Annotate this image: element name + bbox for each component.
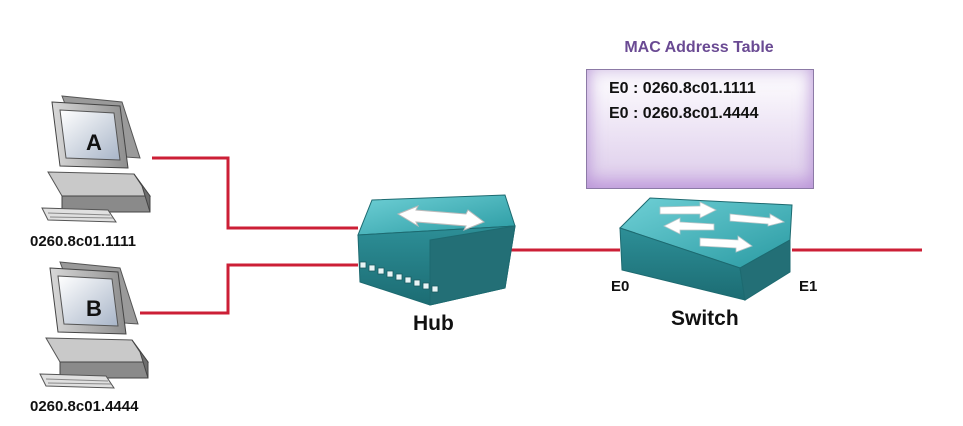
mac-address-table: E0 : 0260.8c01.1111 E0 : 0260.8c01.4444 bbox=[586, 69, 814, 189]
hub-icon bbox=[357, 194, 516, 306]
port-e1-label: E1 bbox=[799, 278, 818, 295]
host-a-mac: 0260.8c01.1111 bbox=[30, 233, 136, 250]
host-b-letter: B bbox=[86, 296, 102, 321]
link-b-to-hub bbox=[140, 263, 358, 315]
link-lines bbox=[140, 156, 922, 315]
port-e0-label: E0 bbox=[611, 278, 630, 295]
mac-table-entry: E0 : 0260.8c01.4444 bbox=[609, 105, 759, 122]
switch-icon bbox=[619, 197, 793, 301]
switch-label: Switch bbox=[671, 307, 739, 330]
mac-table-title: MAC Address Table bbox=[624, 39, 774, 56]
mac-table-entry: E0 : 0260.8c01.1111 bbox=[609, 80, 756, 97]
hub-label: Hub bbox=[413, 312, 454, 335]
computer-b-icon bbox=[39, 261, 149, 389]
host-a-letter: A bbox=[86, 130, 102, 155]
host-b-mac: 0260.8c01.4444 bbox=[30, 398, 139, 415]
link-a-to-hub bbox=[152, 156, 358, 230]
computer-a-icon bbox=[41, 95, 151, 223]
